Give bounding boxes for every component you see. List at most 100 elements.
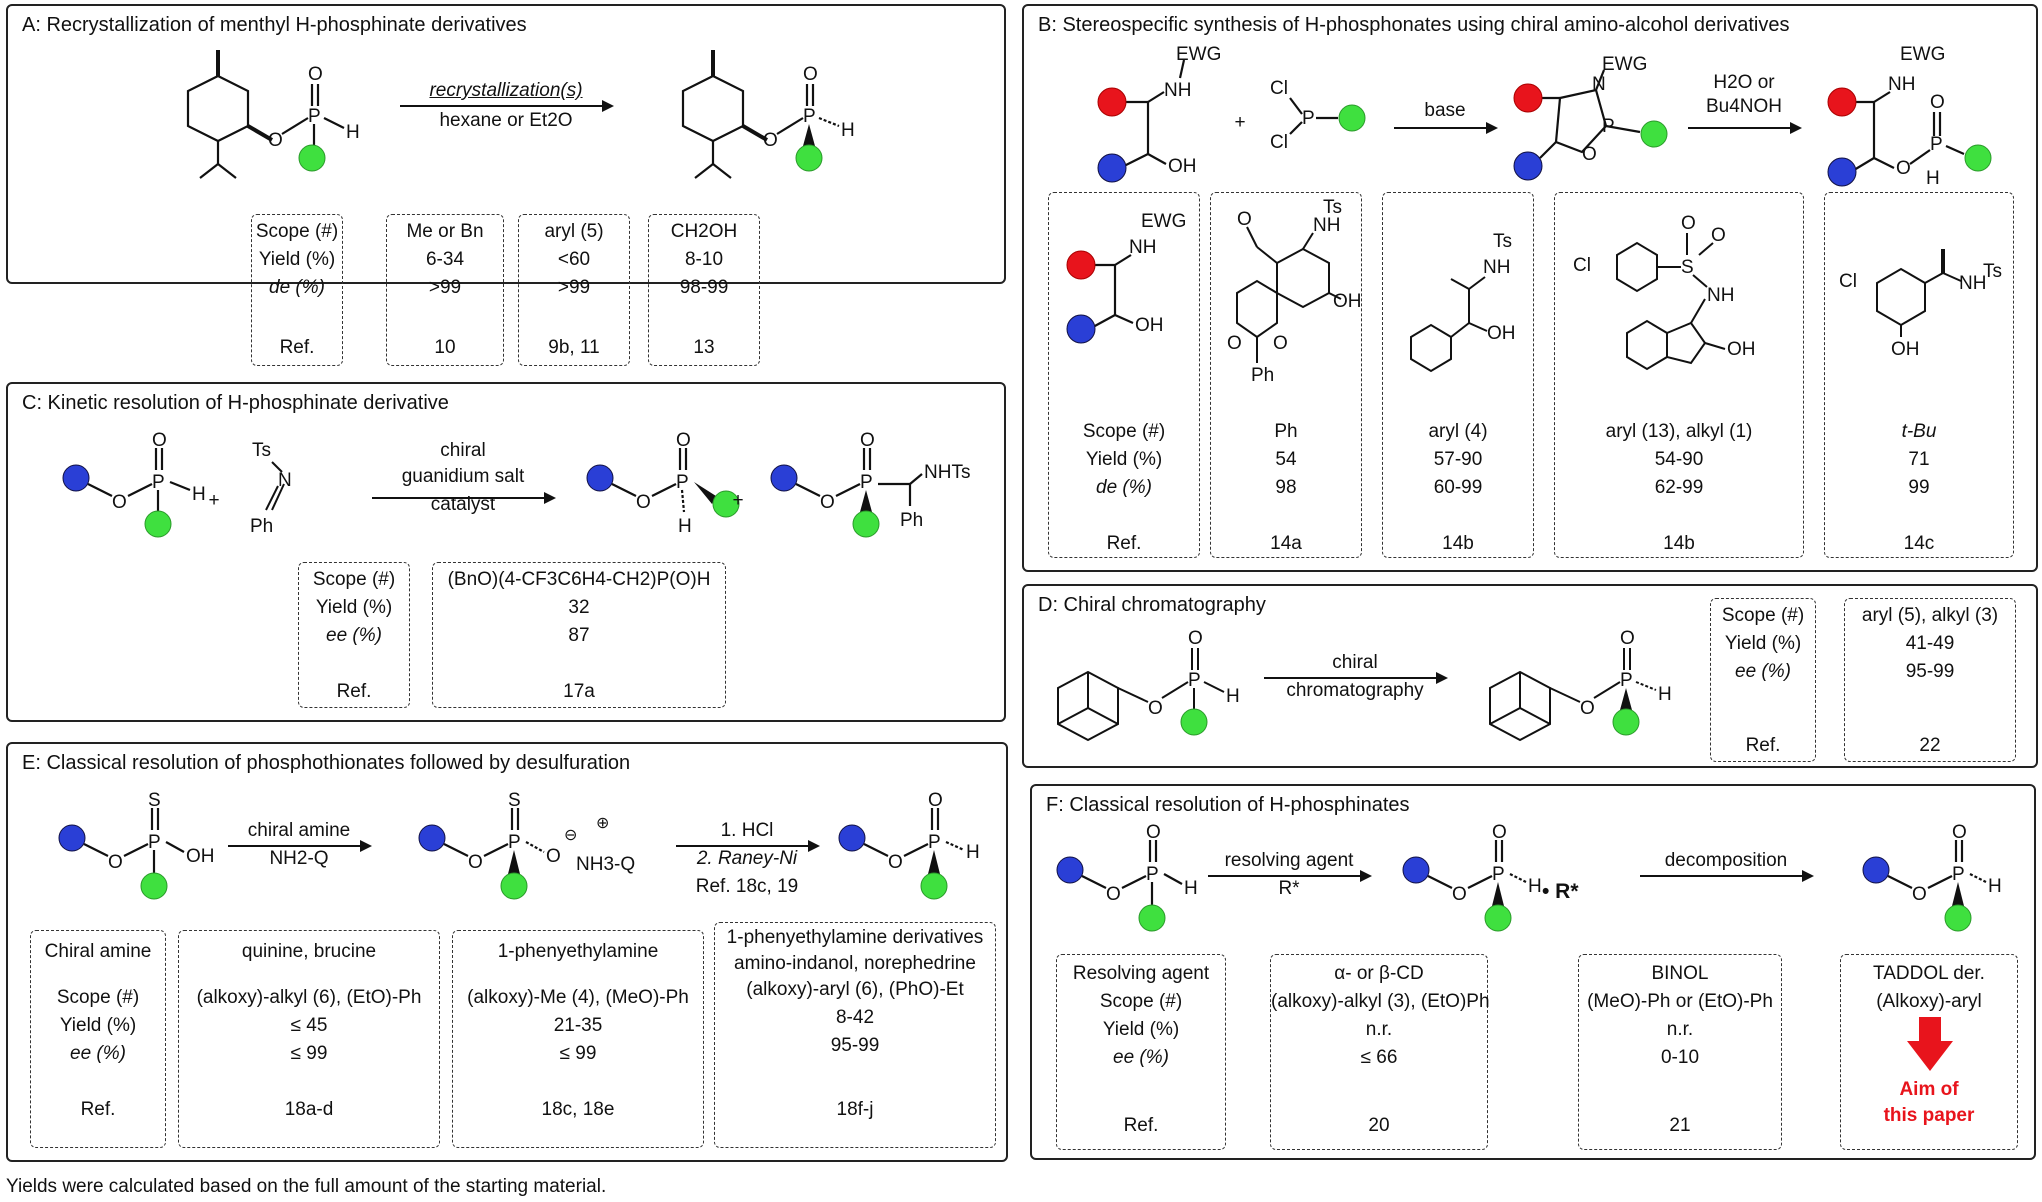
panel-f-col-3: TADDOL der. (Alkoxy)-aryl Aim of this pa…	[1840, 954, 2018, 1150]
svg-text:O: O	[928, 790, 943, 811]
svg-text:P: P	[1492, 864, 1505, 885]
cell-yield: <60	[557, 249, 591, 270]
arrow-e1-top-label: chiral amine	[247, 820, 351, 841]
svg-text:P: P	[1930, 134, 1943, 155]
svg-text:O: O	[1580, 698, 1595, 719]
svg-text:O: O	[1106, 884, 1121, 905]
cell-amine: quinine, brucine	[241, 941, 377, 962]
svg-text:O: O	[1148, 698, 1163, 719]
svg-text:H: H	[966, 842, 980, 863]
cell-scope: aryl (5), alkyl (3)	[1861, 605, 1999, 626]
arrow-c-label-1: chiral	[440, 440, 486, 461]
aim-label-line-2: this paper	[1883, 1105, 1975, 1126]
svg-text:Cl: Cl	[1573, 255, 1591, 276]
cell-agent: α- or β-CD	[1334, 963, 1424, 984]
svg-text:Ts: Ts	[1323, 197, 1342, 218]
panel-a-col-3: CH2OH 8-10 98-99 13	[648, 214, 760, 366]
svg-text:O: O	[1227, 333, 1242, 354]
cell-yield: ≤ 45	[290, 1015, 328, 1036]
svg-text:H: H	[1988, 876, 2002, 897]
resolving-agent-adduct-label: • R*	[1542, 880, 1579, 903]
cell-scope: Ph	[1274, 421, 1298, 442]
label-ee: ee (%)	[1113, 1047, 1169, 1068]
svg-text:S: S	[508, 790, 521, 811]
panel-a-title: A: Recrystallization of menthyl H-phosph…	[22, 14, 527, 36]
cell-yield: 6-34	[425, 249, 465, 270]
svg-text:P: P	[1146, 864, 1159, 885]
svg-text:OH: OH	[1727, 339, 1756, 360]
svg-text:S: S	[148, 790, 161, 811]
svg-text:H: H	[1658, 684, 1672, 705]
reaction-arrow-b1	[1394, 122, 1498, 134]
panel-f: F: Classical resolution of H-phosphinate…	[1030, 784, 2036, 1160]
panel-c-title: C: Kinetic resolution of H-phosphinate d…	[22, 392, 449, 414]
cell-yield: 71	[1908, 449, 1930, 470]
cell-amine: 1-phenyethylamine	[497, 941, 659, 962]
svg-text:⊕: ⊕	[596, 815, 609, 832]
cell-ref: 14a	[1270, 533, 1302, 554]
svg-text:NH: NH	[1164, 80, 1191, 101]
label-scope: Scope (#)	[1099, 991, 1183, 1012]
cell-scope: (Alkoxy)-aryl	[1876, 991, 1982, 1012]
label-chiral-amine: Chiral amine	[44, 941, 152, 962]
panel-a-col-1: Me or Bn 6-34 >99 10	[386, 214, 504, 366]
svg-text:O: O	[546, 846, 561, 867]
arrow-b2-bottom-label: Bu4NOH	[1705, 96, 1783, 117]
cell-ref: 10	[434, 337, 456, 358]
cell-de: 99	[1908, 477, 1930, 498]
svg-text:O: O	[676, 430, 691, 451]
svg-text:NH: NH	[1129, 237, 1156, 258]
label-ee: ee (%)	[1735, 661, 1791, 682]
svg-text:H: H	[841, 120, 855, 141]
svg-text:P: P	[928, 832, 941, 853]
label-de: de (%)	[1096, 477, 1152, 498]
cell-ref: 14c	[1903, 533, 1935, 554]
svg-text:O: O	[268, 130, 283, 151]
label-yield: Yield (%)	[59, 1015, 137, 1036]
cell-ee: 0-10	[1660, 1047, 1700, 1068]
svg-text:O: O	[152, 430, 167, 451]
label-ref: Ref.	[279, 337, 315, 358]
panel-f-col-2: BINOL (MeO)-Ph or (EtO)-Ph n.r. 0-10 21	[1578, 954, 1782, 1150]
cell-agent: BINOL	[1651, 963, 1709, 984]
svg-text:P: P	[1188, 670, 1201, 691]
svg-text:O: O	[803, 64, 818, 85]
svg-text:O: O	[112, 492, 127, 513]
cell-de: 62-99	[1654, 477, 1704, 498]
cell-ee: 95-99	[830, 1035, 880, 1056]
svg-text:P: P	[152, 472, 165, 493]
cell-ref: 21	[1669, 1115, 1691, 1136]
svg-text:O: O	[1582, 144, 1597, 165]
svg-text:NH: NH	[1707, 285, 1734, 306]
svg-text:O: O	[1620, 628, 1635, 649]
cell-ee: ≤ 99	[290, 1043, 328, 1064]
cell-de: >99	[428, 277, 462, 298]
svg-text:P: P	[803, 106, 816, 127]
cell-scope: (alkoxy)-Me (4), (MeO)-Ph	[467, 987, 689, 1008]
arrow-c-label-3: catalyst	[430, 494, 496, 515]
svg-text:O: O	[1492, 822, 1507, 843]
counterion-label: NH3-Q	[576, 854, 636, 875]
panel-f-col-1: α- or β-CD (alkoxy)-alkyl (3), (EtO)Ph n…	[1270, 954, 1490, 1150]
svg-text:H: H	[192, 484, 206, 505]
svg-text:O: O	[1681, 213, 1696, 234]
cell-yield: 54	[1275, 449, 1297, 470]
reaction-arrow-a	[400, 100, 614, 112]
reaction-arrow-d	[1264, 672, 1448, 684]
arrow-f1-bottom-label: R*	[1278, 878, 1300, 899]
label-ref: Ref.	[1745, 735, 1781, 756]
label-scope: Scope (#)	[1721, 605, 1805, 626]
cell-yield: 41-49	[1905, 633, 1955, 654]
